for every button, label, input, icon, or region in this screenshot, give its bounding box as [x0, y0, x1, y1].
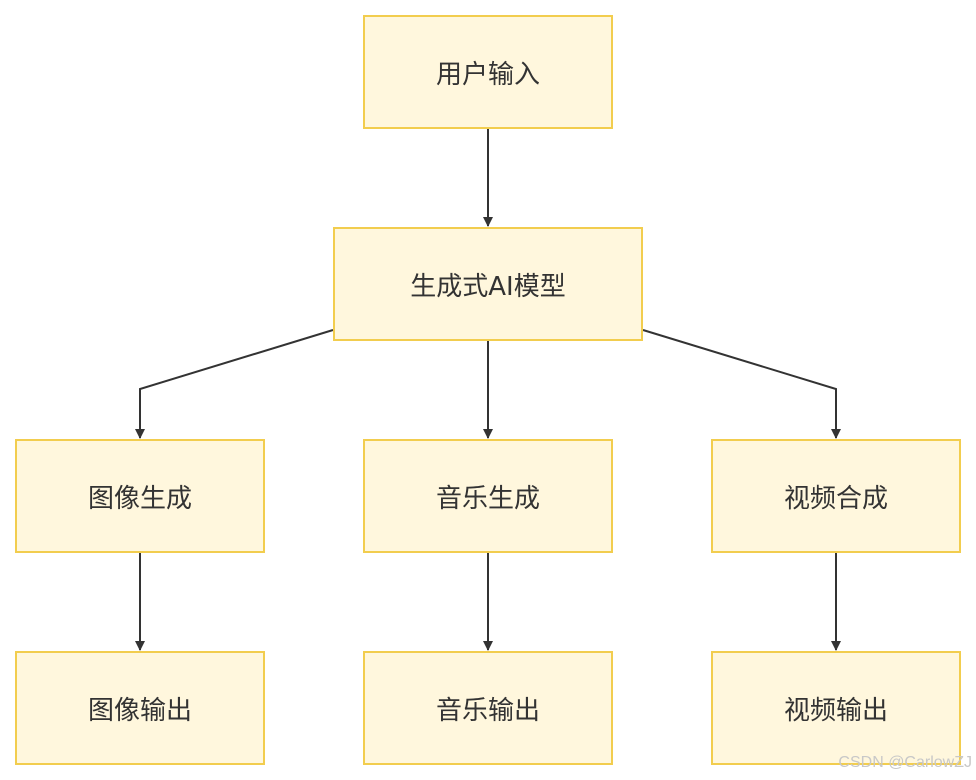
edge-model-to-image-gen	[135, 329, 334, 439]
node-video-out: 视频输出	[711, 651, 961, 765]
node-video-out-label: 视频输出	[783, 695, 888, 726]
node-image-gen: 图像生成	[15, 439, 265, 553]
node-video-synth-label: 视频合成	[783, 483, 888, 514]
node-gen-ai-model: 生成式AI模型	[333, 227, 643, 341]
node-music-out-label: 音乐输出	[435, 695, 540, 726]
node-video-synth: 视频合成	[711, 439, 961, 553]
node-image-out-label: 图像输出	[87, 695, 192, 726]
node-music-out: 音乐输出	[363, 651, 613, 765]
node-user-input: 用户输入	[363, 15, 613, 129]
node-music-gen-label: 音乐生成	[435, 483, 540, 514]
node-music-gen: 音乐生成	[363, 439, 613, 553]
node-image-gen-label: 图像生成	[87, 483, 192, 514]
node-user-input-label: 用户输入	[435, 59, 540, 90]
watermark: CSDN @CarlowZJ	[838, 754, 972, 771]
edge-model-to-video-synth	[642, 329, 841, 439]
node-image-out: 图像输出	[15, 651, 265, 765]
node-gen-ai-model-label: 生成式AI模型	[410, 271, 566, 302]
